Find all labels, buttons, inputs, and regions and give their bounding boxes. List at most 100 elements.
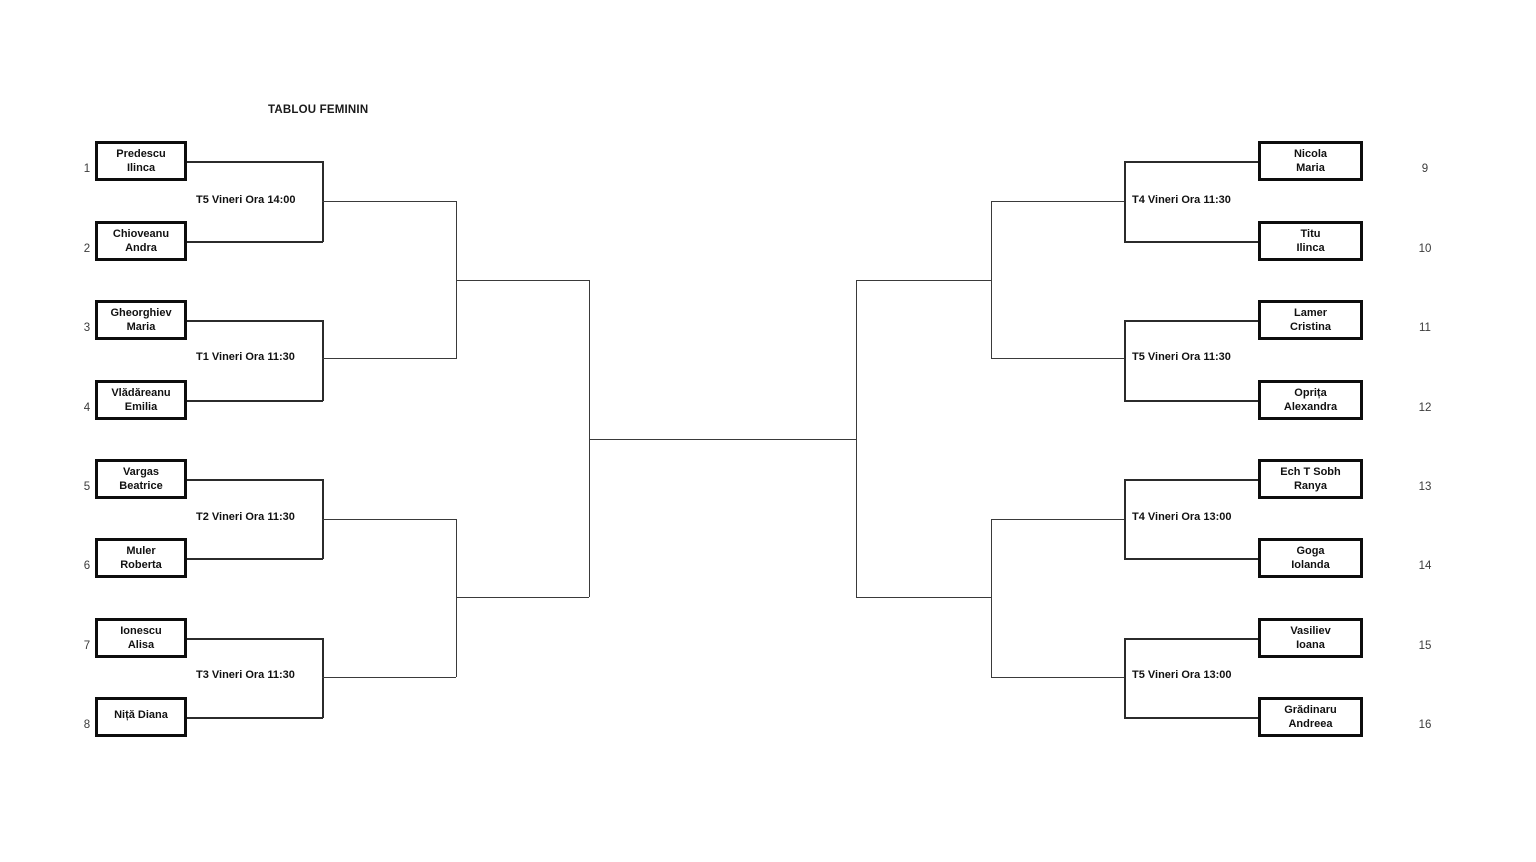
seed-number-2: 2 — [83, 243, 91, 255]
seed-number-6: 6 — [83, 560, 91, 572]
player-box-seed-6[interactable]: Muler Roberta — [95, 538, 187, 578]
player-box-seed-7[interactable]: Ionescu Alisa — [95, 618, 187, 658]
player-name-line2: Maria — [126, 321, 156, 333]
page-title: TABLOU FEMININ — [268, 104, 369, 116]
player-box-seed-2[interactable]: Chioveanu Andra — [95, 221, 187, 261]
connector-l-qf3-out — [322, 519, 456, 520]
seed-number-5: 5 — [83, 481, 91, 493]
player-box-seed-8[interactable]: Niță Diana — [95, 697, 187, 737]
connector-r-final-vertical — [856, 280, 857, 597]
connector-l-qf4-out — [322, 677, 456, 678]
player-name-line2: Maria — [1296, 162, 1325, 174]
match-label-r1: T4 Vineri Ora 11:30 — [1132, 194, 1231, 206]
connector-r-sf-bottom-vertical — [991, 519, 992, 677]
player-name-line1: Oprița — [1294, 386, 1327, 399]
player-name-line1: Ionescu — [120, 624, 162, 637]
match-label-r2: T5 Vineri Ora 11:30 — [1132, 351, 1231, 363]
player-name-line1: Nicola — [1293, 147, 1327, 160]
player-name-line2: Cristina — [1290, 321, 1331, 333]
connector-r-sf-top-vertical — [991, 201, 992, 359]
connector-l4-top — [187, 638, 323, 640]
seed-number-7: 7 — [83, 640, 91, 652]
player-name-line2: Andra — [125, 242, 157, 254]
seed-number-9: 9 — [1421, 163, 1429, 175]
player-box-seed-13[interactable]: Ech T Sobh Ranya — [1258, 459, 1363, 499]
connector-r4-vertical — [1124, 638, 1126, 718]
seed-number-10: 10 — [1418, 243, 1432, 255]
player-name-line1: Vlădăreanu — [111, 386, 171, 399]
player-name-line2: Alisa — [127, 639, 155, 651]
player-box-seed-4[interactable]: Vlădăreanu Emilia — [95, 380, 187, 420]
seed-number-3: 3 — [83, 322, 91, 334]
player-box-seed-12[interactable]: Oprița Alexandra — [1258, 380, 1363, 420]
player-name-line1: Vasiliev — [1290, 624, 1331, 637]
connector-l3-top — [187, 479, 323, 481]
seed-number-8: 8 — [83, 719, 91, 731]
seed-number-16: 16 — [1418, 719, 1432, 731]
match-label-l1: T5 Vineri Ora 14:00 — [196, 194, 296, 206]
match-label-r3: T4 Vineri Ora 13:00 — [1132, 511, 1232, 523]
player-name-line2: Ioana — [1296, 639, 1325, 651]
player-name-line1: Vargas — [122, 465, 160, 478]
player-name-line1: Predescu — [116, 147, 166, 160]
player-name-line2: Iolanda — [1291, 559, 1330, 571]
match-label-l4: T3 Vineri Ora 11:30 — [196, 669, 295, 681]
connector-l-final-vertical — [589, 280, 590, 597]
player-box-seed-16[interactable]: Grădinaru Andreea — [1258, 697, 1363, 737]
player-name-line1: Grădinaru — [1284, 703, 1337, 716]
seed-number-15: 15 — [1418, 640, 1432, 652]
player-name-line1: Goga — [1296, 544, 1325, 557]
player-name-line2: Alexandra — [1283, 401, 1338, 413]
connector-r-qf3-in — [991, 519, 1124, 520]
player-name-line2: Roberta — [120, 559, 162, 571]
player-name-line2: Ilinca — [126, 162, 156, 174]
connector-r2-bottom — [1124, 400, 1258, 402]
connector-l-qf2-out — [322, 358, 456, 359]
connector-r-qf1-in — [991, 201, 1124, 202]
player-name-line2: Beatrice — [119, 480, 163, 492]
player-box-seed-10[interactable]: Titu Ilinca — [1258, 221, 1363, 261]
connector-l-sf-bottom-vertical — [456, 519, 457, 677]
player-name-line2: Ilinca — [1296, 242, 1325, 254]
connector-final-horizontal — [589, 439, 857, 440]
connector-l-sf-top-out — [456, 280, 589, 281]
seed-number-4: 4 — [83, 402, 91, 414]
connector-r-qf4-in — [991, 677, 1124, 678]
connector-l2-vertical — [322, 320, 324, 401]
connector-l1-top — [187, 161, 323, 163]
connector-r3-vertical — [1124, 479, 1126, 559]
seed-number-11: 11 — [1419, 322, 1431, 334]
player-box-seed-15[interactable]: Vasiliev Ioana — [1258, 618, 1363, 658]
player-name-line1: Lamer — [1293, 306, 1328, 319]
seed-number-1: 1 — [83, 163, 91, 175]
seed-number-13: 13 — [1418, 481, 1432, 493]
player-box-seed-9[interactable]: Nicola Maria — [1258, 141, 1363, 181]
player-box-seed-3[interactable]: Gheorghiev Maria — [95, 300, 187, 340]
player-name-line2: Emilia — [124, 401, 158, 413]
connector-r4-bottom — [1124, 717, 1258, 719]
connector-l4-vertical — [322, 638, 324, 718]
connector-l1-bottom — [187, 241, 323, 243]
connector-r3-top — [1124, 479, 1258, 481]
player-box-seed-5[interactable]: Vargas Beatrice — [95, 459, 187, 499]
connector-r1-top — [1124, 161, 1258, 163]
connector-r1-bottom — [1124, 241, 1258, 243]
player-box-seed-1[interactable]: Predescu Ilinca — [95, 141, 187, 181]
seed-number-12: 12 — [1418, 402, 1432, 414]
player-box-seed-14[interactable]: Goga Iolanda — [1258, 538, 1363, 578]
connector-r3-bottom — [1124, 558, 1258, 560]
connector-l-qf1-out — [322, 201, 456, 202]
connector-l2-top — [187, 320, 323, 322]
player-name-line1: Titu — [1300, 227, 1321, 240]
connector-r-sf-bottom-in — [856, 597, 991, 598]
connector-r2-vertical — [1124, 320, 1126, 401]
player-box-seed-11[interactable]: Lamer Cristina — [1258, 300, 1363, 340]
player-name-line1: Ech T Sobh — [1280, 465, 1341, 478]
player-name-line1: Muler — [126, 544, 156, 557]
connector-l3-bottom — [187, 558, 323, 560]
match-label-r4: T5 Vineri Ora 13:00 — [1132, 669, 1232, 681]
match-label-l2: T1 Vineri Ora 11:30 — [196, 351, 295, 363]
seed-number-14: 14 — [1418, 560, 1432, 572]
connector-l4-bottom — [187, 717, 323, 719]
